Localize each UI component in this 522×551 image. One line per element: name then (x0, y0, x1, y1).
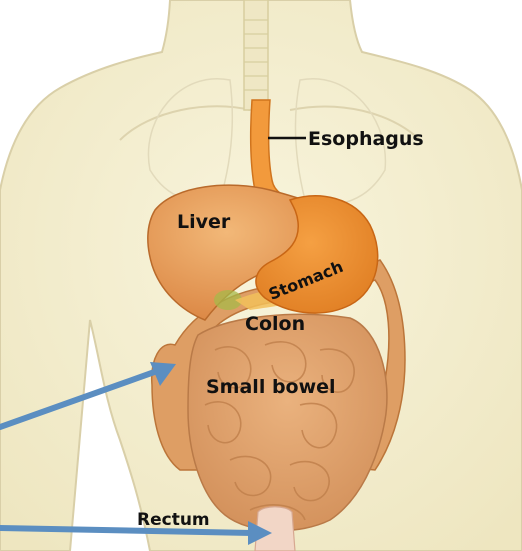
colon-label: Colon (245, 313, 305, 335)
trachea (244, 0, 268, 110)
rectum-label: Rectum (137, 510, 210, 530)
esophagus-label: Esophagus (308, 128, 424, 150)
small-bowel-label: Small bowel (206, 376, 336, 398)
liver-label: Liver (177, 211, 231, 233)
